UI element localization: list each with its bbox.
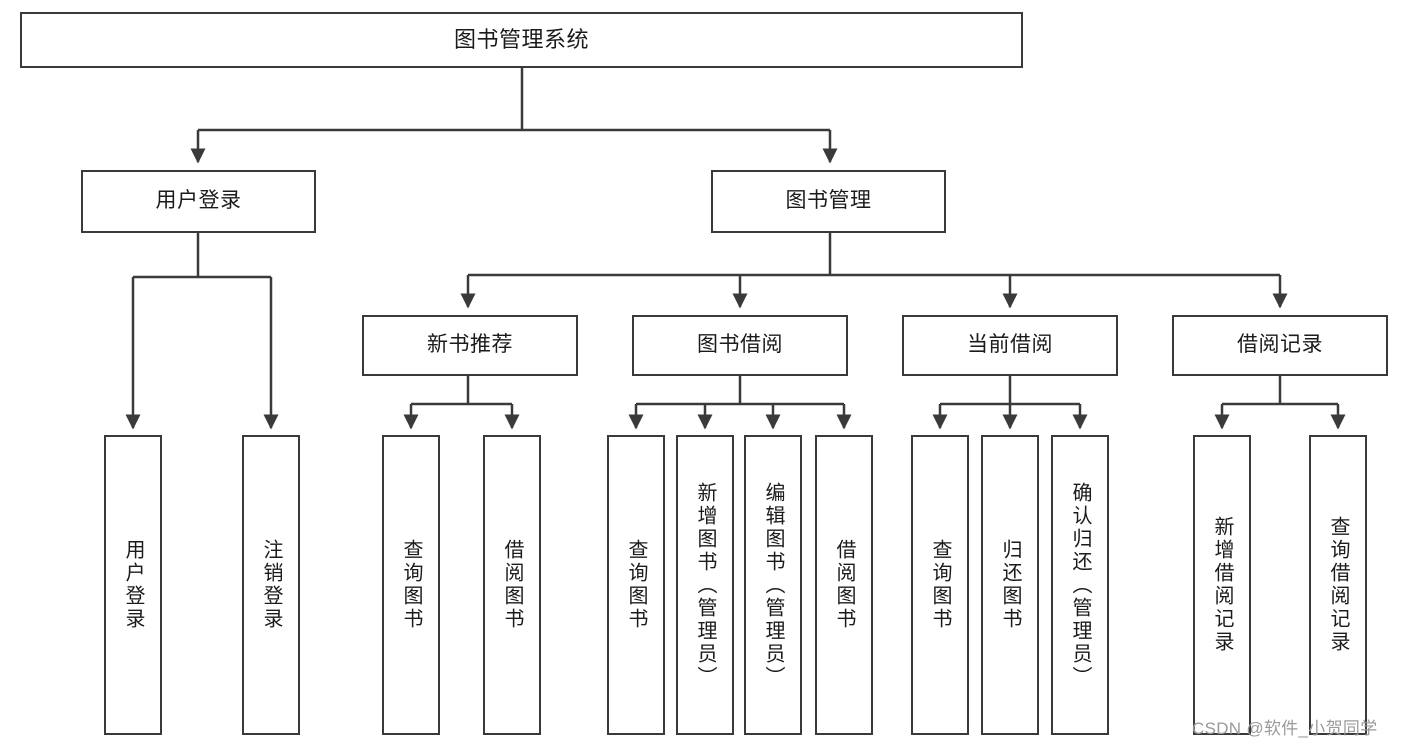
leaf-record-query-record[interactable]: 查询借阅记录: [1309, 435, 1367, 735]
edge-group-borrow: [628, 376, 852, 430]
leaf-user-logout[interactable]: 注销登录: [242, 435, 300, 735]
edge-group-current: [932, 376, 1088, 430]
node-current-borrow[interactable]: 当前借阅: [902, 315, 1118, 376]
node-current-borrow-label: 当前借阅: [967, 333, 1053, 357]
edge-group-user-login: [125, 233, 279, 430]
leaf-recommend-query-book[interactable]: 查询图书: [382, 435, 440, 735]
leaf-record-add-record[interactable]: 新增借阅记录: [1193, 435, 1251, 735]
leaf-borrow-query-book[interactable]: 查询图书: [607, 435, 665, 735]
node-root-system[interactable]: 图书管理系统: [20, 12, 1023, 68]
node-user-login[interactable]: 用户登录: [81, 170, 316, 233]
node-borrow-record[interactable]: 借阅记录: [1172, 315, 1388, 376]
edge-group-record: [1214, 376, 1346, 430]
leaf-current-query-book-label: 查询图书: [929, 539, 951, 631]
leaf-recommend-borrow-book-label: 借阅图书: [501, 539, 523, 631]
leaf-borrow-borrow-book-label: 借阅图书: [833, 539, 855, 631]
node-book-borrow-label: 图书借阅: [697, 333, 783, 357]
node-new-book-recommend-label: 新书推荐: [427, 333, 513, 357]
leaf-borrow-add-book-label: 新增图书（管理员）: [694, 481, 716, 689]
leaf-recommend-borrow-book[interactable]: 借阅图书: [483, 435, 541, 735]
node-book-manage[interactable]: 图书管理: [711, 170, 946, 233]
leaf-user-login[interactable]: 用户登录: [104, 435, 162, 735]
leaf-recommend-query-book-label: 查询图书: [400, 539, 422, 631]
leaf-current-confirm-return[interactable]: 确认归还（管理员）: [1051, 435, 1109, 735]
node-new-book-recommend[interactable]: 新书推荐: [362, 315, 578, 376]
leaf-record-query-record-label: 查询借阅记录: [1327, 516, 1349, 654]
leaf-borrow-borrow-book[interactable]: 借阅图书: [815, 435, 873, 735]
watermark-text: CSDN @软件_小贺同学: [1192, 719, 1378, 738]
edge-group-recommend: [403, 376, 520, 430]
node-borrow-record-label: 借阅记录: [1237, 333, 1323, 357]
leaf-user-logout-label: 注销登录: [260, 539, 282, 631]
node-book-borrow[interactable]: 图书借阅: [632, 315, 848, 376]
leaf-user-login-label: 用户登录: [122, 539, 144, 631]
edge-group-root: [190, 68, 838, 164]
node-book-manage-label: 图书管理: [785, 189, 872, 213]
leaf-borrow-query-book-label: 查询图书: [625, 539, 647, 631]
leaf-current-query-book[interactable]: 查询图书: [911, 435, 969, 735]
edge-group-book-manage: [460, 233, 1288, 309]
leaf-borrow-add-book[interactable]: 新增图书（管理员）: [676, 435, 734, 735]
leaf-record-add-record-label: 新增借阅记录: [1211, 516, 1233, 654]
node-root-system-label: 图书管理系统: [453, 27, 589, 53]
leaf-current-return-book[interactable]: 归还图书: [981, 435, 1039, 735]
node-user-login-label: 用户登录: [155, 189, 242, 213]
leaf-current-confirm-return-label: 确认归还（管理员）: [1069, 481, 1091, 689]
leaf-borrow-edit-book-label: 编辑图书（管理员）: [762, 481, 784, 689]
leaf-borrow-edit-book[interactable]: 编辑图书（管理员）: [744, 435, 802, 735]
leaf-current-return-book-label: 归还图书: [999, 539, 1021, 631]
